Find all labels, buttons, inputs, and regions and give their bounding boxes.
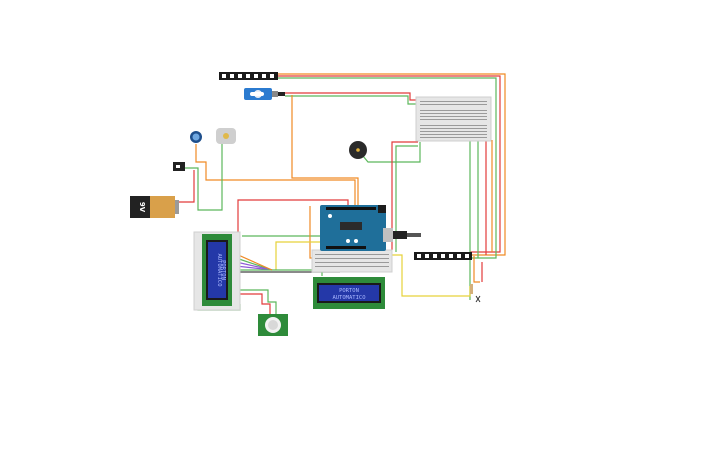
power-jack[interactable]: [173, 162, 185, 171]
wire-yellow-arduino[interactable]: [275, 241, 322, 270]
battery-label: 9V: [138, 202, 146, 213]
wire-orange-bundle[interactable]: [235, 253, 273, 271]
wire-red-bb-arduino[interactable]: [391, 141, 418, 250]
arduino-uno[interactable]: [320, 205, 421, 251]
wire-green-bundle-1[interactable]: [235, 257, 273, 271]
wire-green-top[interactable]: [278, 77, 497, 259]
wire-green-jack[interactable]: [185, 140, 223, 211]
piezo-buzzer[interactable]: [349, 141, 367, 159]
lcd-side-line1: PORTON: [339, 288, 359, 294]
wires: [178, 73, 506, 316]
wire-orange-pot[interactable]: [195, 144, 356, 205]
servo-motor[interactable]: [244, 88, 285, 100]
breadboard-holes: [420, 101, 487, 138]
breadboard-mid[interactable]: [311, 249, 393, 273]
wire-orange-switch[interactable]: [473, 256, 480, 283]
lcd-main-line1: PORTON: [220, 260, 226, 280]
led-pixels-bottom: [417, 254, 469, 258]
lcd-main[interactable]: PORTON AUTOMATICO: [202, 234, 232, 306]
wire-green-pir[interactable]: [236, 289, 277, 316]
lcd-main-line2: AUTOMATICO: [216, 253, 222, 286]
wire-green-buzzer[interactable]: [357, 142, 421, 163]
wire-green-servo[interactable]: [285, 95, 418, 105]
wire-green-bb-arduino[interactable]: [395, 145, 418, 252]
wire-orange-servo[interactable]: [291, 95, 359, 205]
potentiometer[interactable]: [190, 131, 202, 143]
neopixel-strip-bottom[interactable]: [414, 252, 472, 260]
wire-orange-top[interactable]: [278, 73, 506, 256]
wire-purple-bundle-1[interactable]: [235, 261, 273, 271]
breadboard-small[interactable]: [415, 96, 492, 142]
wire-red-servo[interactable]: [285, 92, 418, 101]
dc-motor[interactable]: [216, 128, 236, 144]
lcd-side-line2: AUTOMATICO: [332, 295, 365, 301]
neopixel-strip-top[interactable]: [219, 72, 278, 80]
wire-red-pir[interactable]: [236, 293, 271, 316]
led-pixels-top: [222, 74, 274, 78]
lcd-side[interactable]: PORTON AUTOMATICO: [313, 277, 385, 309]
wire-red-top[interactable]: [278, 75, 501, 253]
breadboard-mid-holes: [315, 254, 389, 267]
pir-sensor[interactable]: [258, 314, 288, 336]
battery-9v[interactable]: 9V: [130, 196, 179, 218]
wire-purple-bundle-2[interactable]: [235, 265, 273, 271]
wire-red-battery[interactable]: [178, 170, 195, 203]
resistor-switch[interactable]: [470, 284, 481, 303]
wire-yellow-strip[interactable]: [388, 254, 471, 297]
